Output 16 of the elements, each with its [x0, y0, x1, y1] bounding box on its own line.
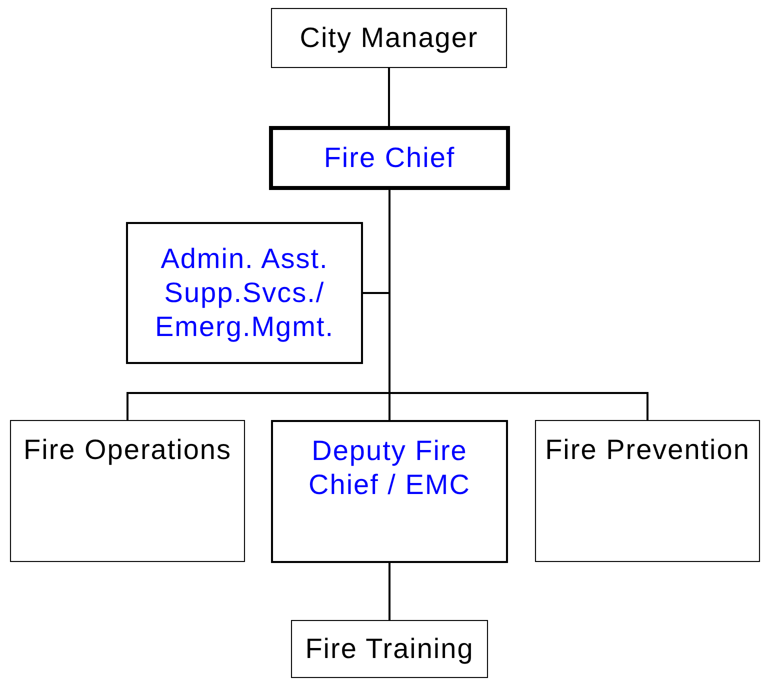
- org-box: [291, 620, 488, 678]
- position-title: Fire Chief: [324, 141, 456, 175]
- position-title: Fire Prevention: [545, 433, 750, 467]
- org-box: [269, 126, 510, 190]
- org-box: [271, 420, 508, 563]
- position-title: Fire Training: [305, 632, 474, 666]
- org-box: [10, 420, 245, 562]
- connector-line: [388, 563, 390, 620]
- org-box: [126, 222, 363, 364]
- org-box: [271, 8, 507, 68]
- position-title: Fire Operations: [24, 433, 232, 467]
- org-box: [535, 420, 760, 562]
- position-title: Deputy Fire Chief / EMC: [308, 434, 472, 502]
- connector-line: [388, 68, 390, 126]
- position-title: City Manager: [300, 21, 478, 55]
- position-title: Admin. Asst. Supp.Svcs./ Emerg.Mgmt.: [154, 242, 336, 344]
